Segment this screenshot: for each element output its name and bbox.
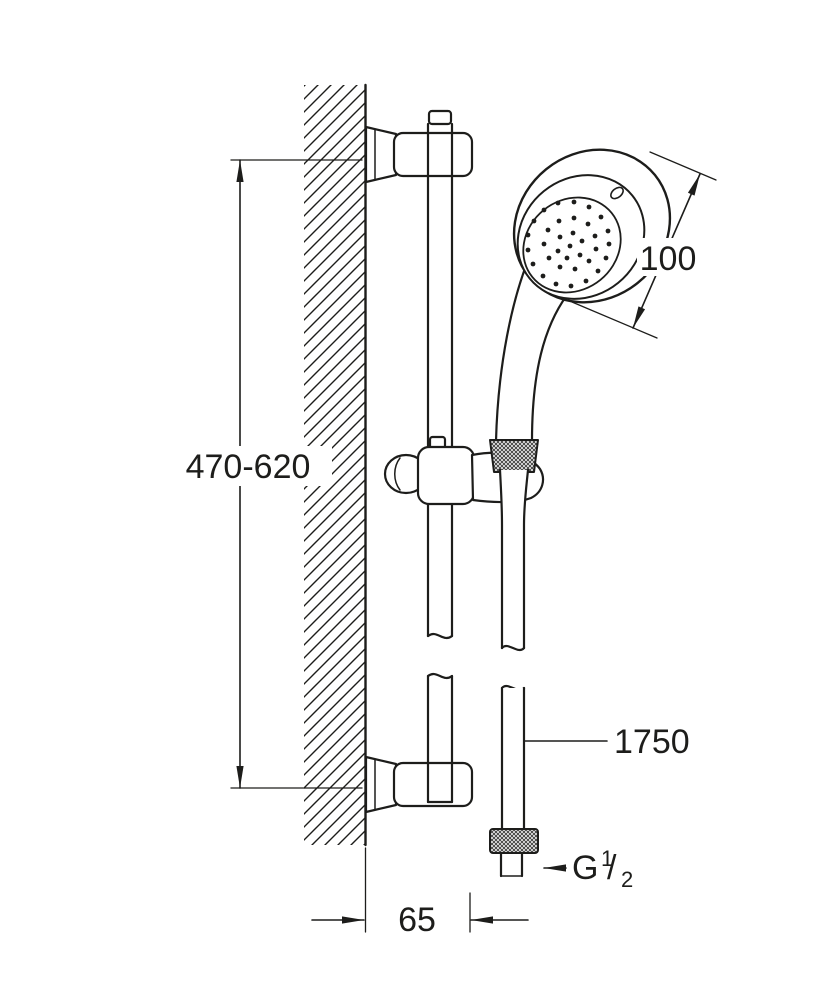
dim-hose-length-label: 1750 [614, 723, 690, 761]
slider-lock-knob-detail [394, 457, 401, 491]
spray-nozzles [525, 199, 612, 289]
top-bracket [364, 125, 474, 184]
dim-head-diameter: 100 [571, 151, 717, 339]
dim-thread: G 1 / 2 [543, 836, 633, 892]
dim-wall-distance-label: 65 [398, 901, 436, 939]
dimensions: 470-620 100 1750 G 1 / 2 [164, 151, 717, 939]
bottom-bracket-escutcheon [364, 755, 398, 814]
rail-break-upper [426, 632, 454, 640]
top-bracket-escutcheon [364, 125, 398, 184]
dim-rail-span-label: 470-620 [186, 448, 311, 486]
shower-hose [489, 468, 539, 878]
top-bracket-body [392, 131, 474, 178]
dim-thread-label: G 1 / 2 [572, 836, 633, 892]
shower-head [512, 148, 672, 304]
hose-break-upper [500, 644, 526, 652]
dim-hose-length: 1750 [524, 723, 690, 761]
shower-rail [426, 109, 454, 804]
bottom-bracket-body [392, 761, 474, 808]
slider-body [416, 445, 476, 506]
bottom-bracket [364, 755, 474, 814]
logo-button [610, 186, 624, 200]
hose-nut-upper [489, 439, 539, 473]
dim-wall-distance: 65 [311, 847, 529, 939]
dim-head-diameter-label: 100 [640, 240, 697, 278]
hose-end-fitting [499, 851, 524, 878]
rail-break-lower [426, 672, 454, 680]
dim-rail-span: 470-620 [164, 159, 363, 789]
hose-nut-lower [489, 828, 539, 854]
rail-top-cap [427, 109, 453, 126]
